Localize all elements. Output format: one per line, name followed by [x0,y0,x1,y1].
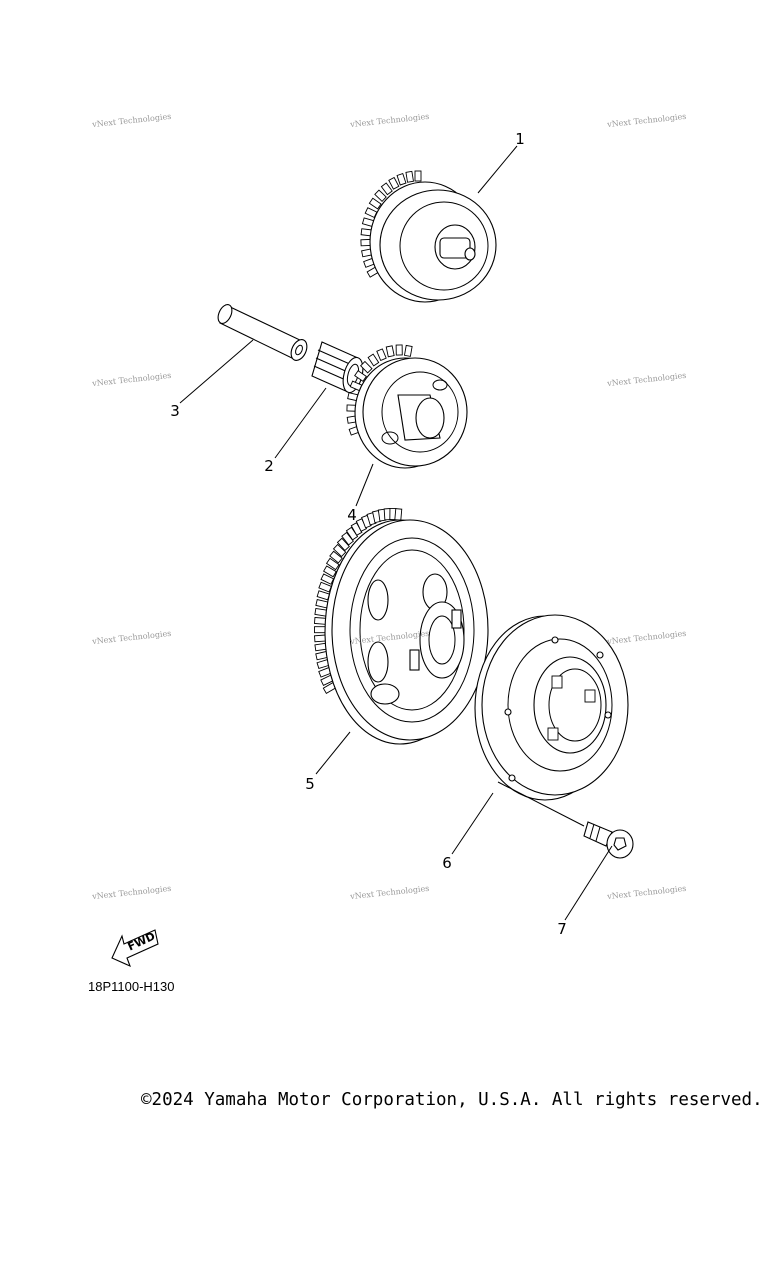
part-4-gear [346,344,468,469]
gear-tooth [336,537,350,552]
part-7-bolt [583,821,634,859]
gear-tooth [325,557,340,571]
part-3-shaft [217,304,308,361]
gear-tooth [332,543,347,558]
gear-tooth [315,598,329,609]
fwd-arrow-icon [111,929,159,968]
callout-1[interactable]: 1 [515,130,525,148]
copyright-notice: ©2024 Yamaha Motor Corporation, U.S.A. A… [141,1090,763,1110]
gear-tooth [323,565,337,578]
gear-tooth [405,170,414,183]
gear-tooth [368,197,382,210]
gear-tooth [314,607,328,617]
callout-4[interactable]: 4 [347,506,357,524]
leader-lines [179,145,613,921]
gear-tooth [376,348,387,362]
gear-tooth [320,573,335,585]
gear-tooth [388,176,400,190]
gear-tooth [367,353,380,367]
gear-tooth [341,531,354,546]
part-1-idler-gear [360,170,497,303]
gear-tooth [313,616,327,625]
gear-tooth [329,550,343,564]
callout-7[interactable]: 7 [557,920,567,938]
diagram-code: 18P1100-H130 [88,979,175,994]
part-5-starter-wheel-gear [313,508,489,745]
callout-6[interactable]: 6 [442,854,452,872]
callout-2[interactable]: 2 [264,457,274,475]
gear-tooth [385,345,395,358]
callout-3[interactable]: 3 [170,402,180,420]
gear-tooth [314,626,326,634]
part-6-starter-clutch [474,614,629,801]
gear-tooth [380,182,393,196]
gear-tooth [403,344,413,357]
gear-tooth [360,360,373,374]
gear-tooth [354,370,367,382]
gear-tooth [374,189,387,202]
gear-tooth [396,173,407,186]
callout-5[interactable]: 5 [305,775,315,793]
gear-tooth [414,170,422,182]
gear-tooth [395,344,403,356]
gear-tooth [316,590,331,601]
gear-tooth [394,508,403,521]
gear-tooth [314,634,327,643]
